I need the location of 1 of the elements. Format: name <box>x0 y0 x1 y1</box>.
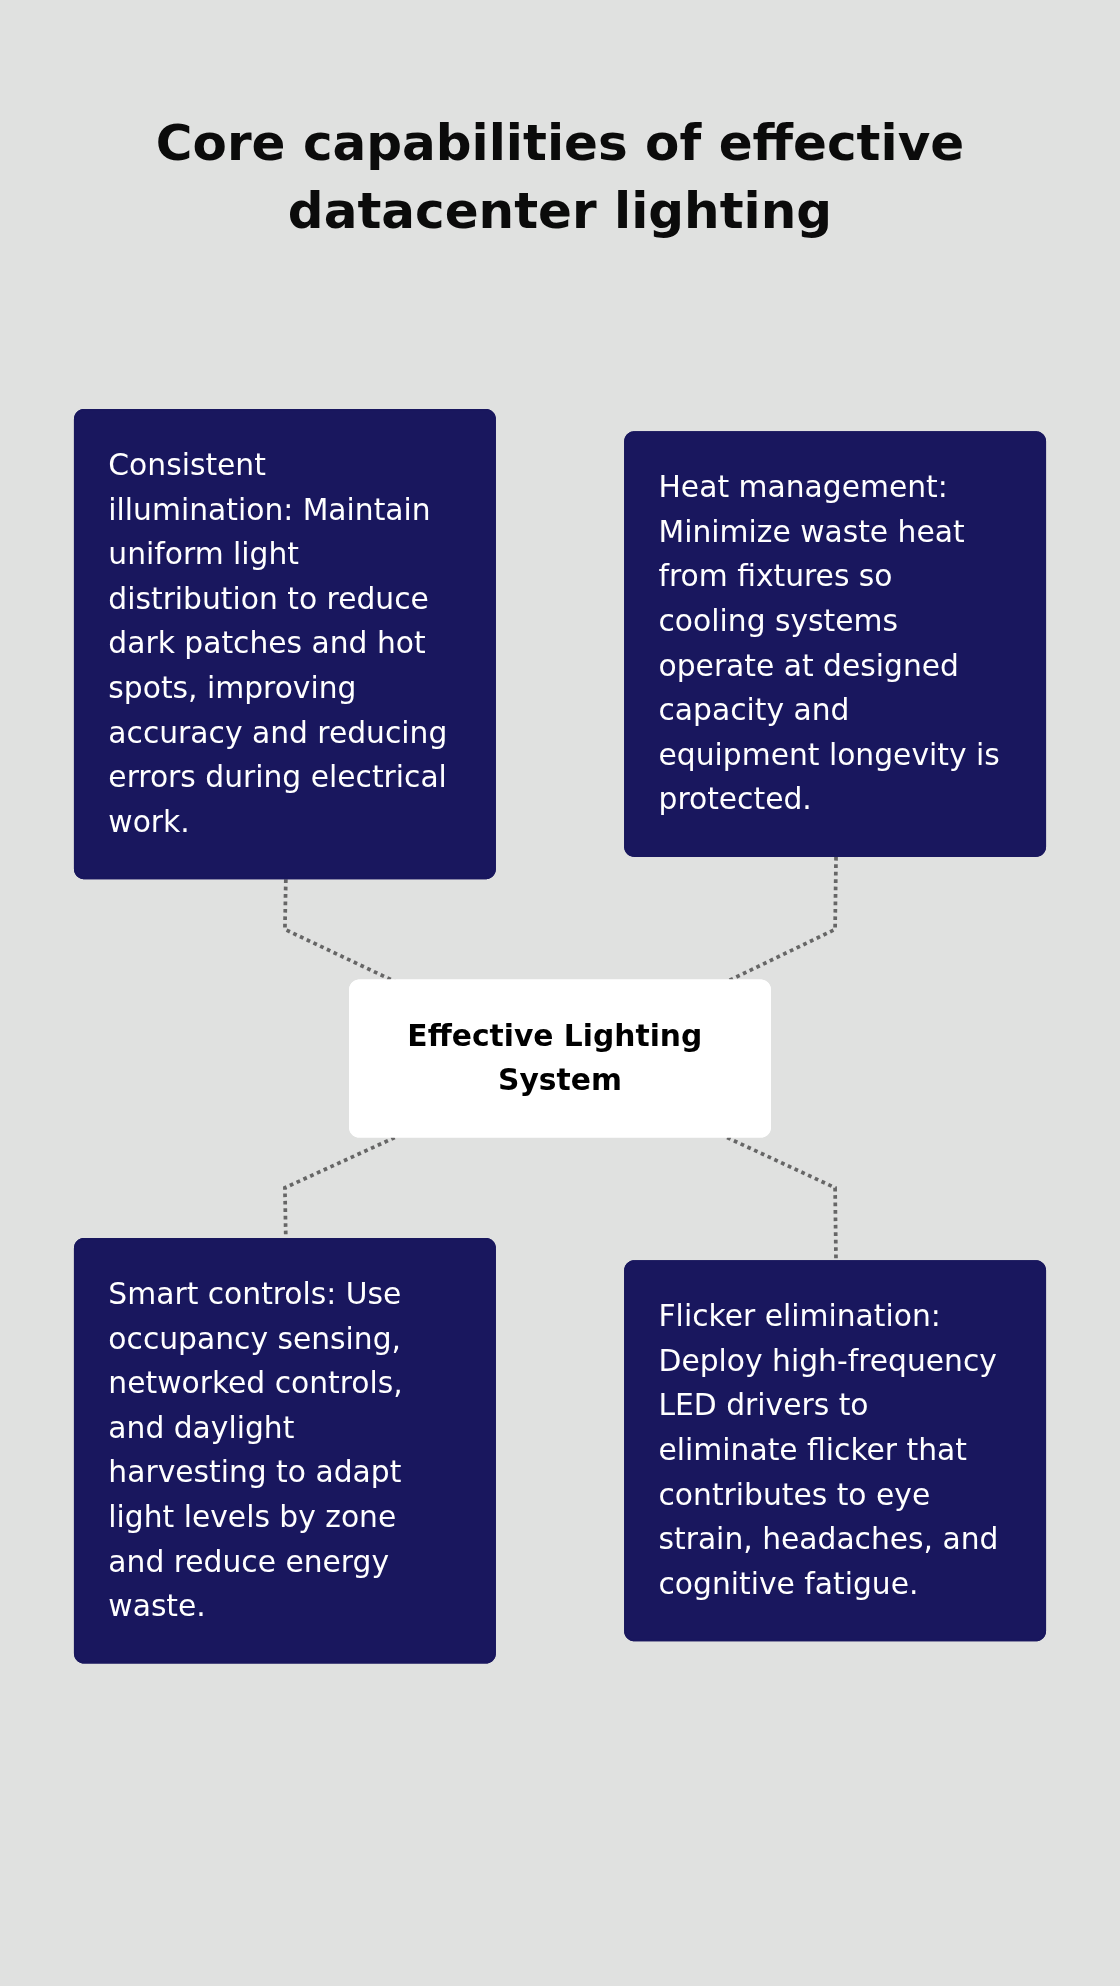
diagram-title: Core capabilities of effective datacenter lighting <box>154 113 966 242</box>
